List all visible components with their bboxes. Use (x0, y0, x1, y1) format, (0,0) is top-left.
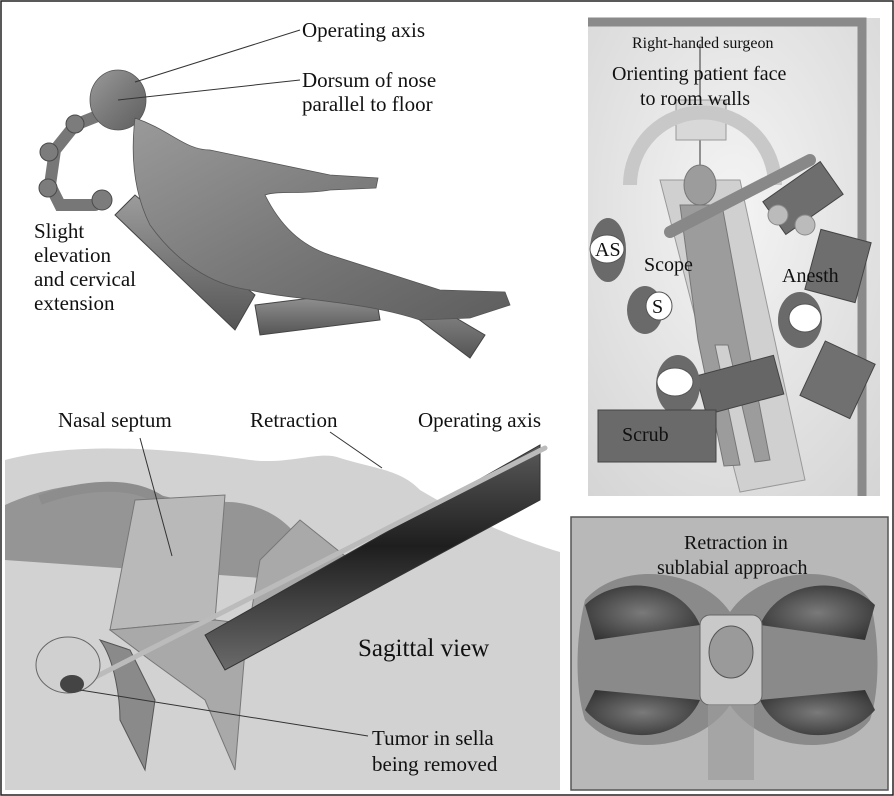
label-s: S (652, 296, 663, 318)
panel-sagittal: Nasal septum Retraction Operating axis S… (5, 408, 560, 790)
label-elevation-line4: extension (34, 291, 115, 315)
head-holder (38, 109, 113, 211)
label-orient-line1: Orienting patient face (612, 63, 786, 85)
speculum-blade-lower-right (760, 690, 875, 736)
room-walls (588, 17, 867, 496)
as-position-marker (589, 234, 625, 264)
tumor-marker (60, 675, 84, 693)
room-equipment (589, 154, 876, 463)
s-position-marker (645, 291, 673, 321)
label-operating-axis-bottom: Operating axis (418, 408, 541, 432)
label-elevation-line3: and cervical (34, 267, 136, 291)
label-sagittal-view: Sagittal view (358, 635, 489, 662)
label-sublabial-line1: Retraction in (684, 532, 788, 554)
retraction-leader (329, 431, 383, 469)
speculum-blade-upper-right (760, 585, 875, 640)
label-dorsum-line2: parallel to floor (302, 92, 433, 116)
label-retraction: Retraction (250, 408, 338, 432)
label-elevation-line1: Slight (34, 219, 84, 243)
label-nasal-septum: Nasal septum (58, 408, 172, 432)
speculum-blade-upper-left (585, 585, 700, 640)
panel-positioning: Operating axis Dorsum of nose parallel t… (34, 18, 511, 359)
label-scope: Scope (644, 254, 693, 276)
label-orient-line2: to room walls (640, 88, 750, 110)
label-elevation-line2: elevation (34, 243, 111, 267)
label-right-handed-surgeon: Right-handed surgeon (632, 35, 773, 52)
sphenoid-bone (98, 639, 156, 772)
label-dorsum-line1: Dorsum of nose (302, 68, 436, 92)
tumor-leader (79, 689, 369, 737)
label-operating-axis-top: Operating axis (302, 18, 425, 42)
sella-view (708, 625, 754, 679)
speculum-handle (708, 705, 754, 780)
septum-leader (139, 437, 173, 557)
panel-sublabial: Retraction in sublabial approach (570, 516, 889, 791)
label-scrub: Scrub (622, 424, 669, 446)
operating-axis-leader (134, 29, 301, 83)
panel-room: Right-handed surgeon Orienting patient f… (588, 17, 880, 496)
dorsum-leader (117, 79, 301, 101)
label-as: AS (595, 239, 621, 261)
label-tumor-line1: Tumor in sella (372, 726, 494, 750)
sella-region (35, 636, 101, 694)
label-tumor-line2: being removed (372, 752, 498, 776)
label-sublabial-line2: sublabial approach (657, 557, 808, 579)
operating-instrument (67, 445, 548, 693)
label-anesth: Anesth (782, 265, 839, 287)
speculum-blade-lower-left (585, 690, 700, 736)
